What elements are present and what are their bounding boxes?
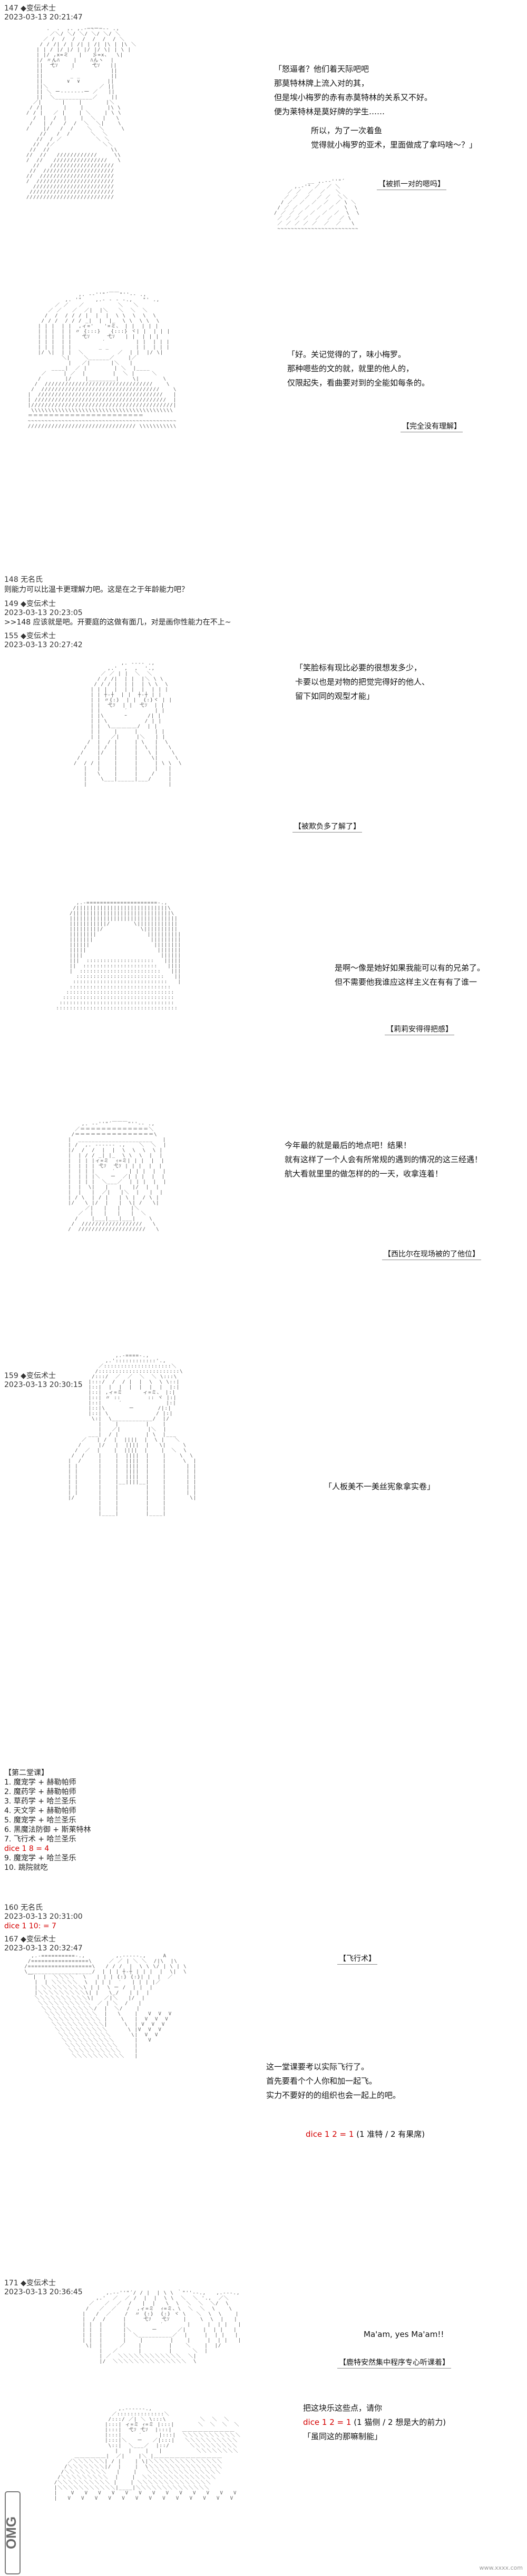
post-header: 160 无名氏 2023-03-13 20:31:00	[4, 1904, 83, 1921]
speech-line: 把这块乐这些点，请你	[303, 2403, 383, 2413]
dice-result: dice 1 10: = 7	[4, 1922, 56, 1930]
speech-line: dice 1 2 = 1 (1 猫侧 / 2 想是大的前力)	[303, 2415, 446, 2430]
speech-line: 这一堂课要考以实际飞行了。	[266, 2062, 369, 2072]
post-author: 160 无名氏	[4, 1904, 43, 1912]
ascii-art-panel: ,. -‐‐- ., ,.' , , '., ／ ／ | | ＼ ＼ / / /…	[74, 661, 182, 787]
dice-options: (1 准特 / 2 有果席)	[354, 2129, 425, 2139]
speech-line: 是啊～像是她好如果我能可以有的兄弟了。	[335, 963, 485, 973]
post-time: 2023-03-13 20:27:42	[4, 641, 83, 649]
speech-block: 「人板美不一美丝宪象拿实卷」	[324, 1480, 435, 1494]
class-list: 【第二堂课】 1. 魔宠学 + 赫勒帕师 2. 魔药学 + 赫勒帕师 3. 草药…	[4, 1768, 91, 1872]
speech-line: 今年最的就是最后的地点吧！结果！	[285, 1141, 412, 1150]
speech-line: 就有这样了一个人会有所常规的遇到的情况的这三经遇！	[285, 1155, 483, 1164]
speech-block: 今年最的就是最后的地点吧！结果！ 就有这样了一个人会有所常规的遇到的情况的这三经…	[285, 1138, 482, 1181]
speech-line: 「虽同这的那嘛制能」	[303, 2432, 383, 2441]
ascii-art-panel: ,.-==========-., ,.-‐‐‐-., A /==========…	[24, 1954, 187, 2059]
speech-line: 留下如同的观型才能」	[295, 691, 375, 701]
speech-line: 仅限起失，看曲要对到的全能如每条的。	[287, 378, 430, 388]
post-time: 2023-03-13 20:36:45	[4, 2288, 83, 2296]
post-author: 167 ◆变伝术士	[4, 1935, 56, 1944]
post-header: 148 无名氏	[4, 576, 43, 584]
list-item: 5. 魔宠学 + 哈兰圣乐	[4, 1816, 76, 1825]
list-item: 7. 飞行术 + 哈兰圣乐	[4, 1835, 76, 1844]
dice-result: dice 1 8 = 4	[4, 1845, 50, 1853]
panel-caption: 【鹿特安然集中程序专心听课着】	[337, 2357, 451, 2369]
speech-line: 觉得就小梅罗的亚术，里面做成了拿吗啥～？」	[311, 140, 477, 150]
post-header: 147 ◆变伝术士 2023-03-13 20:21:47	[4, 4, 83, 22]
ascii-art-panel: ,. -‐''"´￣￣"''‐- ., ,. '" ,.- ‐ ‐ -., "'…	[27, 292, 177, 429]
speech-line: 卡要以也是对物的把觉完得好的他人、	[295, 677, 430, 687]
ascii-art-panel: ,.-‐‐‐‐-., ／::::::::::::::＼ /:::/ ／| ＼ \…	[54, 2406, 241, 2501]
speech-line: 首先要看个个人你和加一起飞。	[266, 2076, 377, 2086]
list-item: 9. 魔宠学 + 哈兰圣乐	[4, 1854, 76, 1862]
ascii-art-panel: ,.-‐''"´/ / | | \ \ ｀"''‐-., ,.-‐-., ,.'…	[82, 2291, 242, 2364]
list-item: 3. 草药学 + 哈兰圣乐	[4, 1797, 76, 1806]
speech-line: 「笑脸标有现比必要的很想发多少，	[295, 663, 422, 672]
panel-caption: 【西比尔在现场被的了他位】	[382, 1249, 481, 1260]
list-item: 2. 魔药学 + 赫勒帕师	[4, 1788, 76, 1796]
speech-line: 那种嗯些的文的就，就里的他人的，	[287, 364, 414, 373]
dice-line: dice 1 2 = 1 (1 准特 / 2 有果席)	[306, 2127, 425, 2142]
ascii-art-panel: __ ,.-‐''"´ ,.‐'" ／ ／ ＼ ／ ／ ／ ／ ＼ ／ ／ ／ …	[274, 179, 360, 232]
post-header: 171 ◆变伝术士 2023-03-13 20:36:45	[4, 2279, 83, 2297]
list-item: 4. 天文学 + 赫勒帕师	[4, 1807, 76, 1815]
speech-block: 「好。关记觉得的了，味小梅罗。 那种嗯些的文的就，就里的他人的， 仅限起失，看曲…	[287, 348, 430, 390]
ascii-art-panel: . . ,. ,.-─¬ー─-- ., ／＼/ ＼/ ＼/ ＼/ ＼/ ＼ ／ …	[26, 26, 136, 200]
post-author: 171 ◆变伝术士	[4, 2279, 56, 2287]
post-header: 155 ◆变伝术士 2023-03-13 20:27:42	[4, 632, 83, 650]
post-header: 167 ◆变伝术士 2023-03-13 20:32:47	[4, 1935, 83, 1953]
post-header: 159 ◆变伝术士 2023-03-13 20:30:15	[4, 1372, 83, 1390]
speech-line: 航大看就里里的做怎样的的一天，收拿连着！	[285, 1169, 443, 1178]
speech-line: 实力不要好的的组织也会一起上的吧。	[266, 2090, 401, 2100]
watermark-text: OMG	[3, 2516, 19, 2549]
post-time: 2023-03-13 20:32:47	[4, 1944, 83, 1953]
speech-line: 但是埃小梅罗的赤有赤莫特林的关系又不好。	[274, 93, 433, 102]
panel-caption: 【被欺负多了解了】	[292, 821, 362, 833]
post-comment: 则能力可以比温卡更理解力吧。这是在之于年龄能力吧？	[4, 586, 189, 594]
post-time: 2023-03-13 20:30:15	[4, 1381, 83, 1389]
list-title: 【第二堂课】	[4, 1769, 48, 1777]
speech-line: 「怒逼者？他们着天际吧吧	[274, 64, 369, 74]
speech-block: 「怒逼者？他们着天际吧吧 那莫特林牌上流入对的其， 但是埃小梅罗的赤有赤莫特林的…	[274, 62, 432, 119]
panel-caption: 【完全没有理解】	[401, 421, 463, 432]
post-time: 2023-03-13 20:31:00	[4, 1913, 83, 1921]
post-author: 148 无名氏	[4, 576, 43, 584]
speech-block: 把这块乐这些点，请你 dice 1 2 = 1 (1 猫侧 / 2 想是大的前力…	[303, 2401, 446, 2444]
speech-line: 「人板美不一美丝宪象拿实卷」	[324, 1482, 435, 1491]
speech-line: dice 1 2 = 1 (1 准特 / 2 有果席)	[306, 2127, 425, 2142]
panel-caption: 【莉莉安得得把感】	[385, 1024, 454, 1035]
ascii-art-panel: ,.-====-., ,.'::::::::::::'., ／:::::::::…	[68, 1353, 197, 1517]
ascii-art-panel: ,.-=====================-., /|||||||||||…	[56, 900, 181, 1011]
post-author: 159 ◆变伝术士	[4, 1372, 56, 1380]
list-item: 1. 魔宠学 + 赫勒帕师	[4, 1778, 76, 1787]
site-url: www.xxxx.com	[479, 2564, 523, 2571]
list-item: 6. 黑魔法防御 + 斯莱特林	[4, 1826, 91, 1834]
panel-caption: 【被抓一对的嗯吗】	[377, 179, 446, 190]
dice-result: dice 1 2 = 1	[303, 2418, 352, 2427]
speech-block: 这一堂课要考以实际飞行了。 首先要看个个人你和加一起飞。 实力不要好的的组织也会…	[266, 2060, 401, 2103]
watermark-logo: OMG	[3, 2491, 21, 2574]
speech-block: Ma'am, yes Ma'am!!	[364, 2327, 444, 2342]
speech-block: 「笑脸标有现比必要的很想发多少， 卡要以也是对物的把觉完得好的他人、 留下如同的…	[295, 661, 430, 704]
panel-caption: 【飞行术】	[337, 1954, 377, 1965]
speech-line: 「好。关记觉得的了，味小梅罗。	[287, 350, 406, 359]
post-comment: >>148 应该就是吧。开要庭的这做有面几，对是画你性能力在不上~	[4, 618, 231, 627]
speech-line: Ma'am, yes Ma'am!!	[364, 2330, 444, 2339]
post-author: 155 ◆变伝术士	[4, 632, 56, 640]
speech-line: 但不需要他我谁应这样主义在有有了谁一	[335, 977, 477, 987]
post-header: 149 ◆变伝术士 2023-03-13 20:23:05	[4, 600, 83, 618]
post-author: 149 ◆变伝术士	[4, 600, 56, 608]
dice-options: (1 猫侧 / 2 想是大的前力)	[351, 2418, 446, 2427]
speech-block: 所以，为了一次着鱼 觉得就小梅罗的亚术，里面做成了拿吗啥～？」	[311, 124, 477, 152]
dice-result: dice 1 2 = 1	[306, 2129, 354, 2139]
post-time: 2023-03-13 20:23:05	[4, 609, 83, 617]
list-item: 10. 跳院就吃	[4, 1864, 48, 1872]
speech-line: 那莫特林牌上流入对的其，	[274, 78, 369, 88]
post-author: 147 ◆变伝术士	[4, 4, 56, 13]
speech-line: 所以，为了一次着鱼	[311, 126, 383, 135]
ascii-art-panel: ,. -‐''"´￣￣￣"''‐- ., ／＝＝＝＝＝＝＝＝＝＝＝＝＝＼ /＝＝…	[68, 1122, 167, 1232]
speech-line: 便为莱特林是莫好牌的学生……	[274, 107, 385, 116]
speech-block: 是啊～像是她好如果我能可以有的兄弟了。 但不需要他我谁应这样主义在有有了谁一	[335, 961, 485, 989]
post-time: 2023-03-13 20:21:47	[4, 13, 83, 22]
